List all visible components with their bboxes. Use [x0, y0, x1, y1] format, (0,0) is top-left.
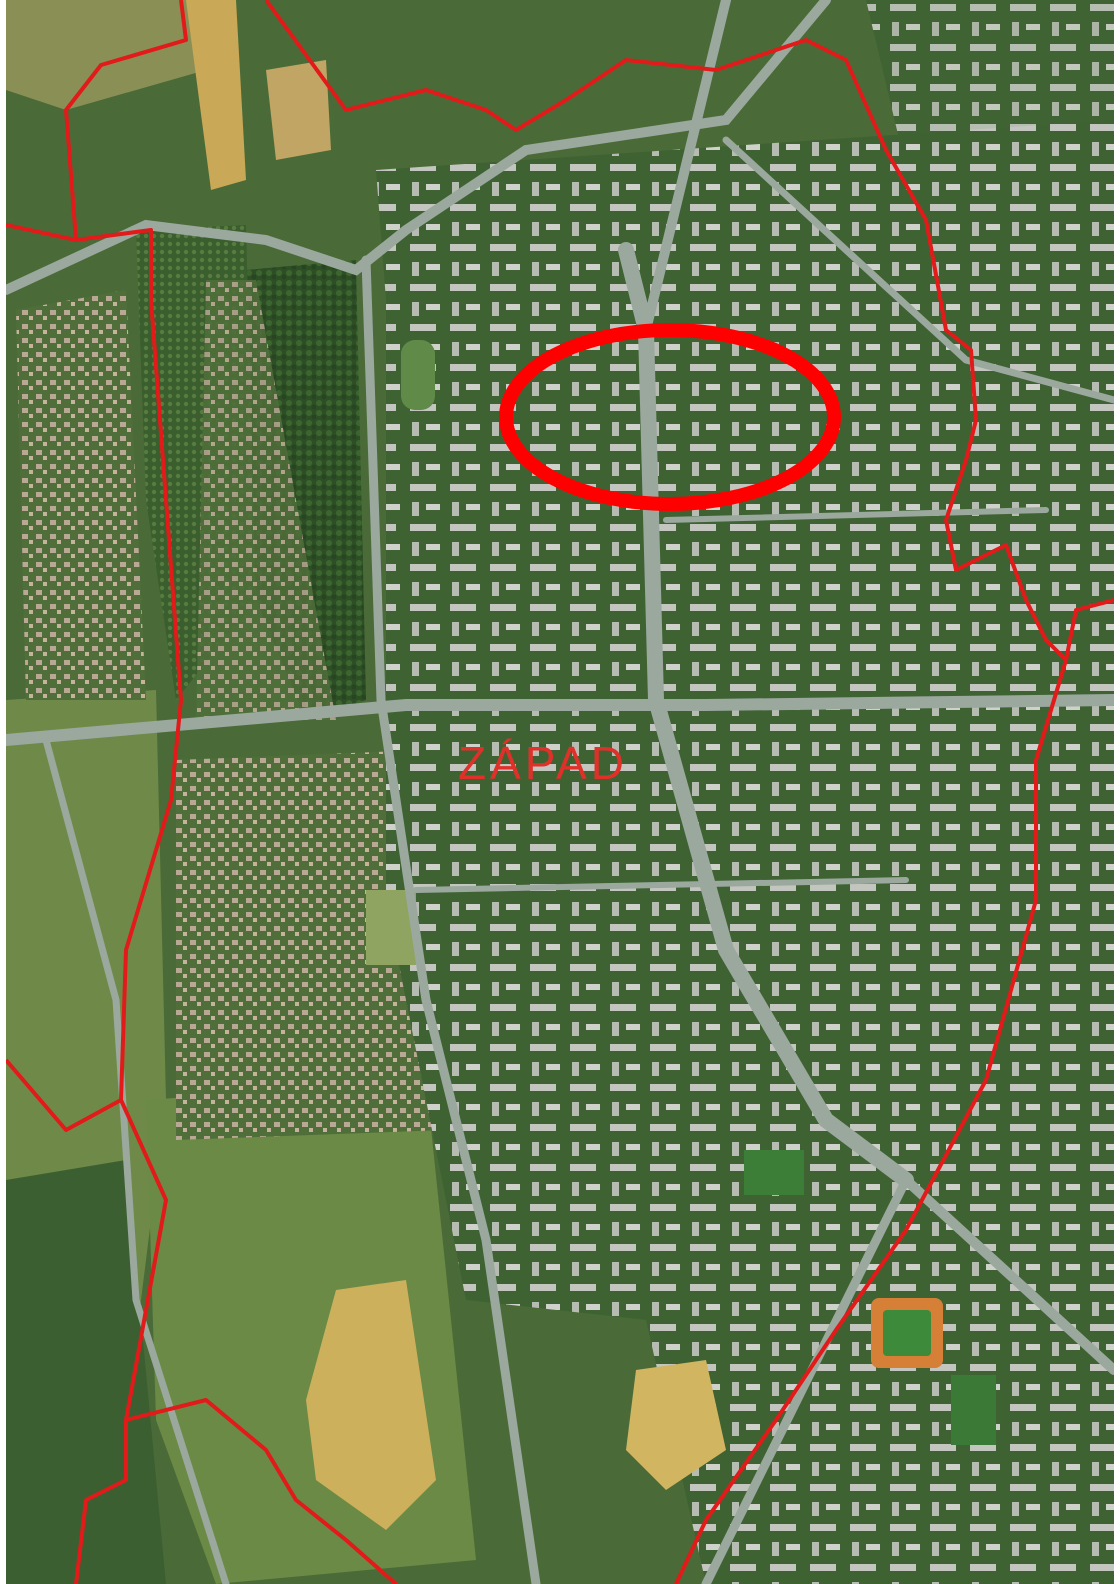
running-track-north — [401, 340, 435, 410]
aerial-map[interactable]: ZÁPAD — [6, 0, 1114, 1584]
district-label: ZÁPAD — [458, 737, 628, 789]
stadium-pitch — [883, 1310, 931, 1356]
housing-central-west — [196, 280, 336, 720]
housing-west — [16, 290, 146, 700]
housing-southwest — [176, 750, 446, 1140]
highlighted-area-ellipse[interactable] — [499, 323, 841, 511]
sports-field-east — [951, 1375, 996, 1445]
road-network — [6, 0, 1114, 1584]
open-grassland-south — [146, 1080, 476, 1584]
aerial-photo: ZÁPAD — [6, 0, 1114, 1584]
fields-northwest — [6, 0, 206, 110]
sports-field-central — [744, 1150, 804, 1195]
district-boundary — [6, 0, 1114, 1584]
field-north-2 — [266, 60, 331, 160]
field-southeast — [626, 1360, 726, 1490]
blocks-northeast — [866, 0, 1114, 500]
field-south — [306, 1280, 436, 1530]
field-north — [186, 0, 246, 190]
